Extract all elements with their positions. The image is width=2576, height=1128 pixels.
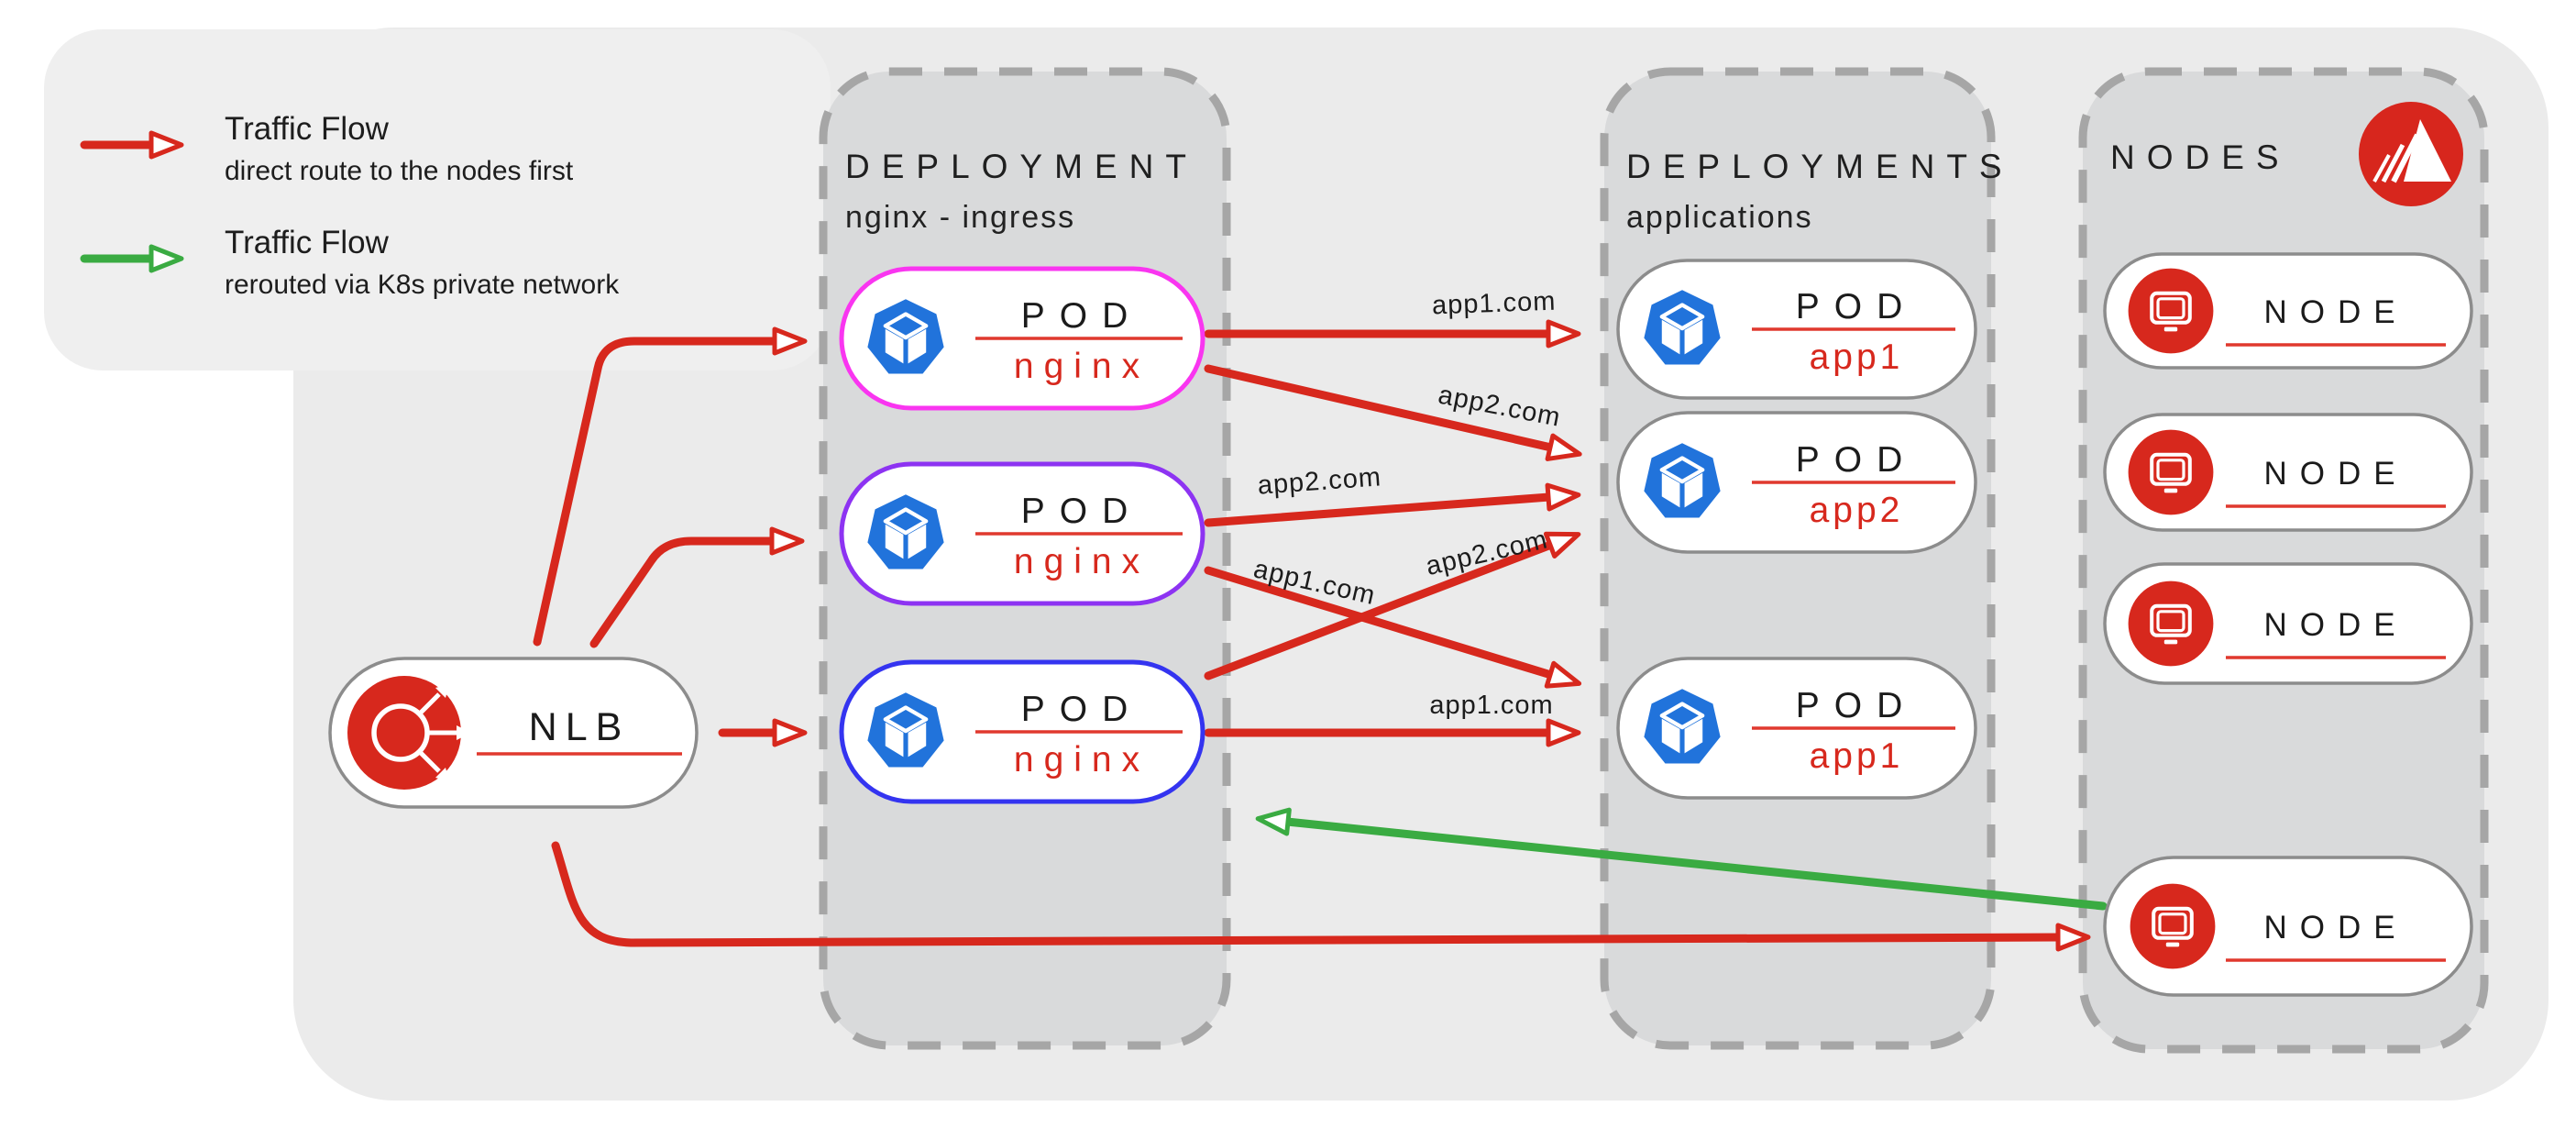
node-pill-4: NODE (2103, 856, 2473, 997)
flow-arrow-nlb-to-nginx1 (533, 326, 808, 647)
pod-name: nginx (1014, 542, 1150, 581)
monitor-icon (2127, 267, 2215, 355)
flow-arrow-nginx2-to-app1b (1204, 566, 1582, 689)
pod-title: POD (1796, 287, 1918, 326)
apps-column-title: DEPLOYMENTS (1626, 148, 2014, 185)
pod-name: app1 (1810, 337, 1904, 377)
pod-title: POD (1021, 296, 1143, 336)
nginx-pod-2: POD nginx (839, 461, 1205, 606)
ingress-to-app-arrows (1204, 319, 1582, 747)
load-balancer-icon (347, 676, 471, 790)
pod-title: POD (1021, 690, 1143, 729)
pod-name: nginx (1014, 347, 1150, 386)
ingress-column-subtitle: nginx - ingress (845, 200, 1075, 235)
monitor-icon (2127, 428, 2215, 516)
nlb-traffic-arrows (533, 326, 2091, 952)
pod-title: POD (1796, 686, 1918, 725)
flow-arrow-nginx3-to-app2 (1204, 531, 1581, 680)
legend-description: direct route to the nodes first (225, 156, 574, 186)
flow-arrow-nginx1-to-app2 (1204, 364, 1582, 461)
flow-label: app1.com (1431, 287, 1556, 321)
monitor-icon (2127, 580, 2215, 668)
node-label: NODE (2263, 456, 2407, 492)
legend-item-direct: Traffic Flow direct route to the nodes f… (80, 111, 574, 186)
flow-arrow-nlb-to-node4 (551, 841, 2091, 952)
nlb-pill: NLB (328, 657, 699, 809)
legend-title: Traffic Flow (225, 111, 390, 147)
node-pill-2: NODE (2103, 413, 2473, 532)
brand-logo-icon (2359, 102, 2463, 206)
pod-title: POD (1021, 492, 1143, 531)
nodes-column-title: NODES (2110, 138, 2291, 176)
nlb-label: NLB (529, 705, 631, 749)
legend-item-rerouted: Traffic Flow rerouted via K8s private ne… (80, 225, 620, 300)
legend: Traffic Flow direct route to the nodes f… (80, 111, 620, 300)
pod-name: app2 (1810, 491, 1904, 530)
app-pod-1: POD app1 (1616, 259, 1977, 400)
ingress-column-title: DEPLOYMENT (845, 148, 1198, 185)
node-pill-3: NODE (2103, 562, 2473, 685)
pod-name: nginx (1014, 740, 1150, 780)
nginx-pod-3: POD nginx (839, 659, 1205, 804)
node-label: NODE (2263, 910, 2407, 946)
node-label: NODE (2263, 294, 2407, 330)
app-pod-2: POD app2 (1616, 411, 1977, 554)
node-label: NODE (2263, 607, 2407, 643)
flow-arrow-nginx2-to-app2 (1204, 482, 1581, 527)
monitor-icon (2129, 882, 2217, 970)
pod-name: app1 (1810, 736, 1904, 776)
nginx-pod-1: POD nginx (839, 266, 1205, 411)
app-pod-3: POD app1 (1616, 657, 1977, 800)
flow-label: app1.com (1429, 691, 1553, 720)
pod-title: POD (1796, 440, 1918, 480)
legend-description: rerouted via K8s private network (225, 270, 620, 300)
apps-column-subtitle: applications (1626, 200, 1813, 235)
node-pill-1: NODE (2103, 252, 2473, 370)
flow-arrow-node4-to-nginx3-green (1255, 807, 2108, 911)
legend-title: Traffic Flow (225, 225, 390, 260)
flow-arrow-nlb-to-nginx2 (589, 526, 805, 648)
legend-panel (44, 29, 831, 370)
